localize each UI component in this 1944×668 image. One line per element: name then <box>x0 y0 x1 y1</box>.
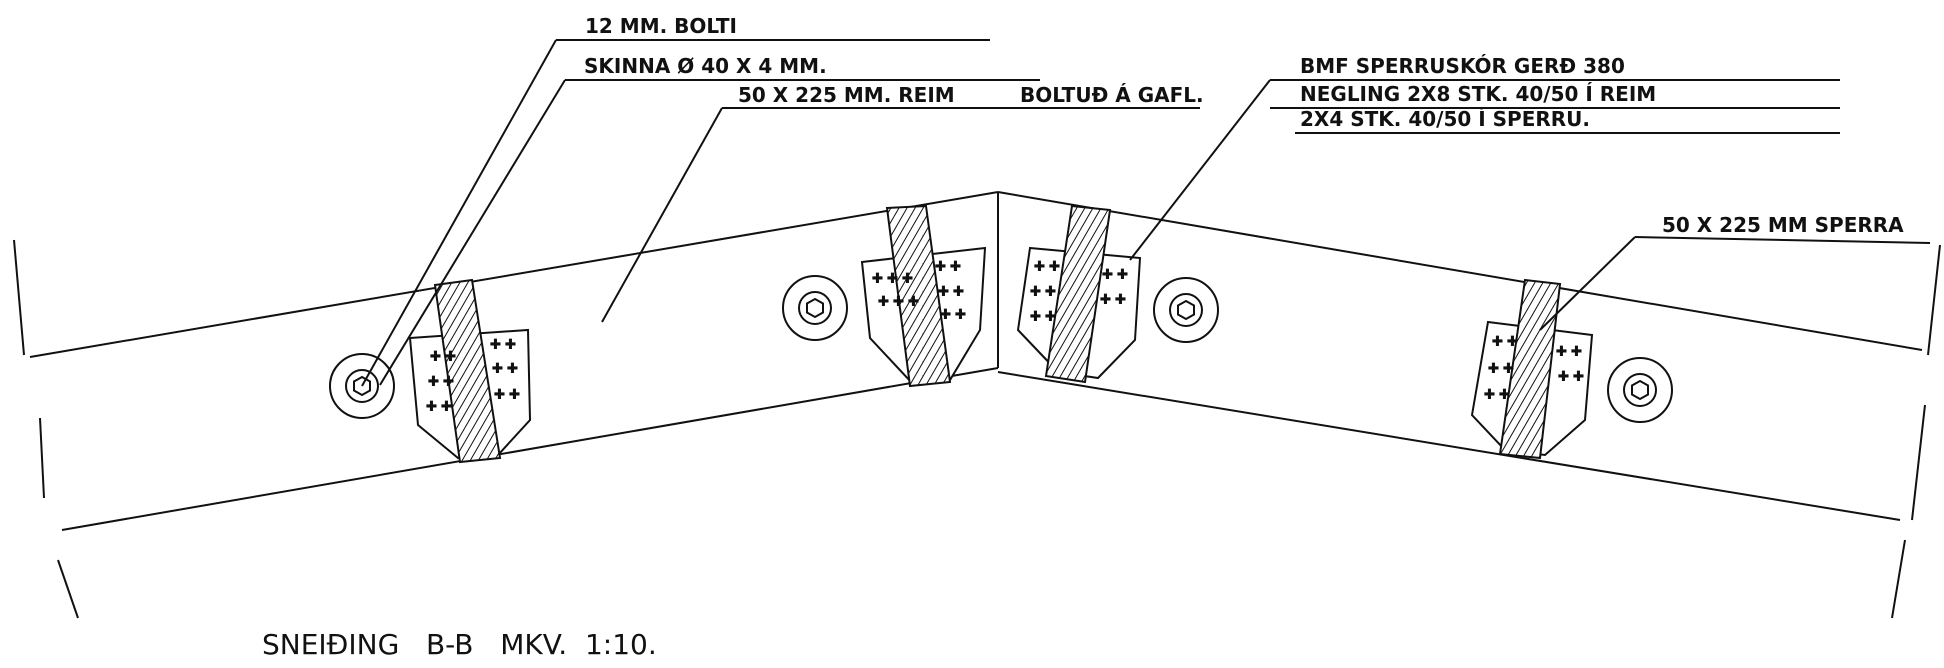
svg-text:+ +: + + <box>1102 267 1128 282</box>
rafter-shoe-2: + + + + + + + + + + + + <box>860 204 987 388</box>
label-nailing-1: NEGLING 2X8 STK. 40/50 Í REIM <box>1300 82 1656 106</box>
svg-text:+ +: + + <box>1556 344 1582 359</box>
svg-text:+ +: + + <box>1034 259 1060 274</box>
svg-text:+ + +: + + + <box>878 294 919 309</box>
svg-text:+ +: + + <box>1488 361 1514 376</box>
label-rafter: 50 X 225 MM SPERRA <box>1662 213 1904 237</box>
label-rail: SKINNA Ø 40 X 4 MM. <box>584 54 827 78</box>
bolt-1 <box>329 353 395 419</box>
label-bolted: BOLTUÐ Á GAFL. <box>1020 83 1204 107</box>
svg-text:+ +: + + <box>1030 309 1056 324</box>
label-shoe: BMF SPERRUSKÓR GERÐ 380 <box>1300 54 1625 78</box>
svg-text:+ +: + + <box>490 337 516 352</box>
edge-lines <box>13 239 1941 619</box>
label-beam: 50 X 225 MM. REIM <box>738 83 955 107</box>
label-nailing-2: 2X4 STK. 40/50 Í SPERRU. <box>1300 107 1590 131</box>
svg-text:+ +: + + <box>1484 387 1510 402</box>
drawing-title: SNEIÐING B-B MKV. 1:10. <box>262 628 657 661</box>
bolt-4 <box>1607 357 1673 423</box>
rafter-shoe-3: + + + + + + + + + + <box>1016 204 1142 384</box>
rafter-shoe-4: + + + + + + + + + + <box>1470 278 1594 460</box>
svg-text:+ +: + + <box>426 399 452 414</box>
label-bolt: 12 MM. BOLTI <box>585 14 737 38</box>
svg-text:+ +: + + <box>494 387 520 402</box>
svg-text:+ +: + + <box>1492 334 1518 349</box>
svg-text:+ + +: + + + <box>872 271 913 286</box>
svg-text:+ +: + + <box>940 307 966 322</box>
svg-text:+ +: + + <box>1558 369 1584 384</box>
svg-text:+ +: + + <box>430 349 456 364</box>
leader-lines <box>361 39 1931 387</box>
rafter-shoe-1: + + + + + + + + + + + + <box>408 278 532 464</box>
right-beam <box>997 191 1923 521</box>
svg-text:+ +: + + <box>935 259 961 274</box>
left-beam <box>29 191 999 531</box>
svg-text:+ +: + + <box>428 374 454 389</box>
bolt-2 <box>782 275 848 341</box>
svg-text:+ +: + + <box>492 361 518 376</box>
svg-text:+ +: + + <box>938 284 964 299</box>
svg-text:+ +: + + <box>1100 292 1126 307</box>
svg-text:+ +: + + <box>1030 284 1056 299</box>
bolt-3 <box>1153 277 1219 343</box>
